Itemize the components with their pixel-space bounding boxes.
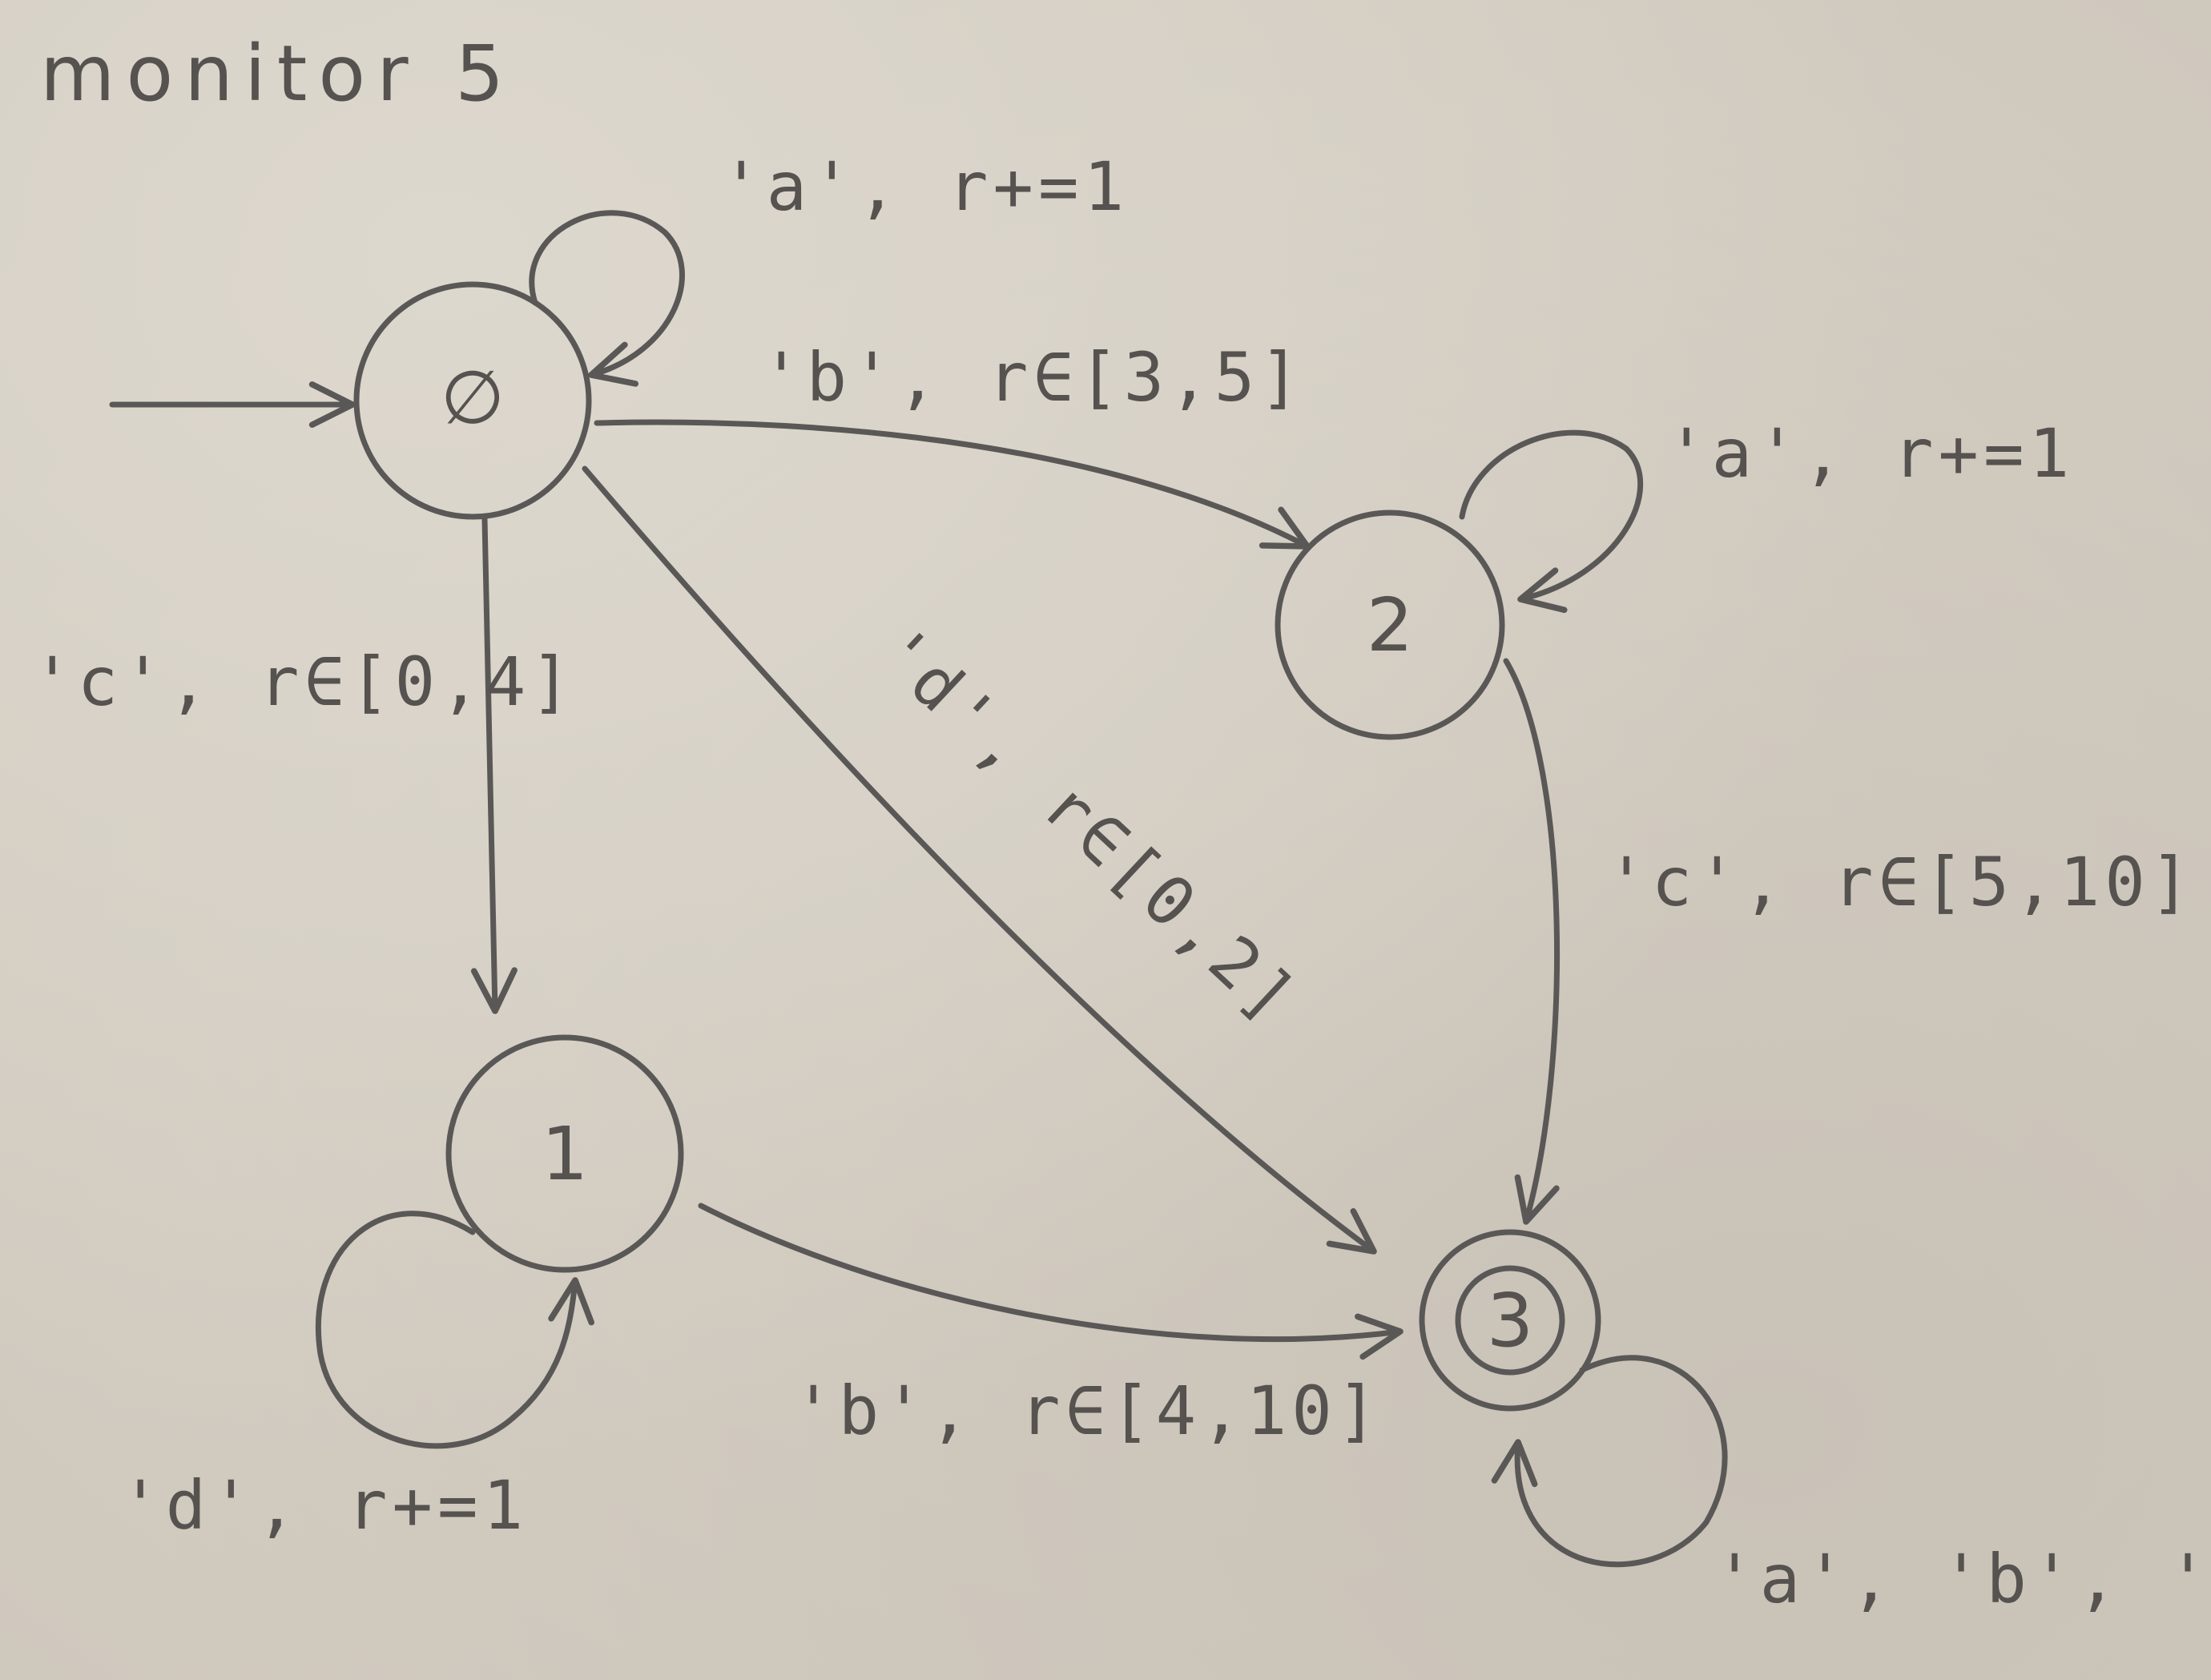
transition-2-3-label: 'c', r∈[5,10] <box>1606 843 2195 921</box>
state-3: 3 <box>1419 1229 1601 1412</box>
transition-0-0-label: 'a', r+=1 <box>721 147 1129 226</box>
transition-0-2-arrow <box>594 419 1311 550</box>
state-2: 2 <box>1275 510 1505 740</box>
transition-1-1-arrow <box>315 1211 595 1449</box>
transition-2-2-label: 'a', r+=1 <box>1666 414 2074 493</box>
state-0: ∅ <box>353 281 592 520</box>
state-2-circle <box>1275 510 1505 740</box>
state-1-circle <box>445 1034 684 1273</box>
transition-1-1-label: 'd', r+=1 <box>120 1466 528 1545</box>
state-0-circle <box>353 281 592 520</box>
transition-0-0-arrow <box>529 210 685 387</box>
state-3-label: 3 <box>1487 1278 1534 1364</box>
transition-0-1-label: 'c', r∈[0,4] <box>32 643 576 721</box>
transition-2-3-arrow <box>1503 658 1561 1225</box>
transition-0-3-label: 'd', r∈[0,2] <box>862 611 1313 1040</box>
transition-1-3-arrow <box>698 1203 1404 1360</box>
transition-2-2-arrow <box>1459 429 1644 614</box>
transition-0-2-label: 'b', r∈[3,5] <box>761 338 1305 417</box>
transition-3-3-arrow <box>1491 1355 1728 1568</box>
transition-0-3-arrow <box>582 465 1377 1255</box>
state-3-outer-circle <box>1419 1229 1601 1412</box>
transition-3-3-label: 'a', 'b', 'c', 'd' <box>1714 1540 2211 1618</box>
state-0-label: ∅ <box>441 355 505 441</box>
transition-0-1-arrow <box>470 516 518 1014</box>
transition-1-3-label: 'b', r∈[4,10] <box>793 1372 1382 1450</box>
state-3-inner-circle <box>1455 1265 1565 1376</box>
diagram-title: monitor 5 <box>40 29 515 119</box>
state-1-label: 1 <box>542 1111 589 1197</box>
state-2-label: 2 <box>1367 582 1414 668</box>
state-1: 1 <box>445 1034 684 1273</box>
